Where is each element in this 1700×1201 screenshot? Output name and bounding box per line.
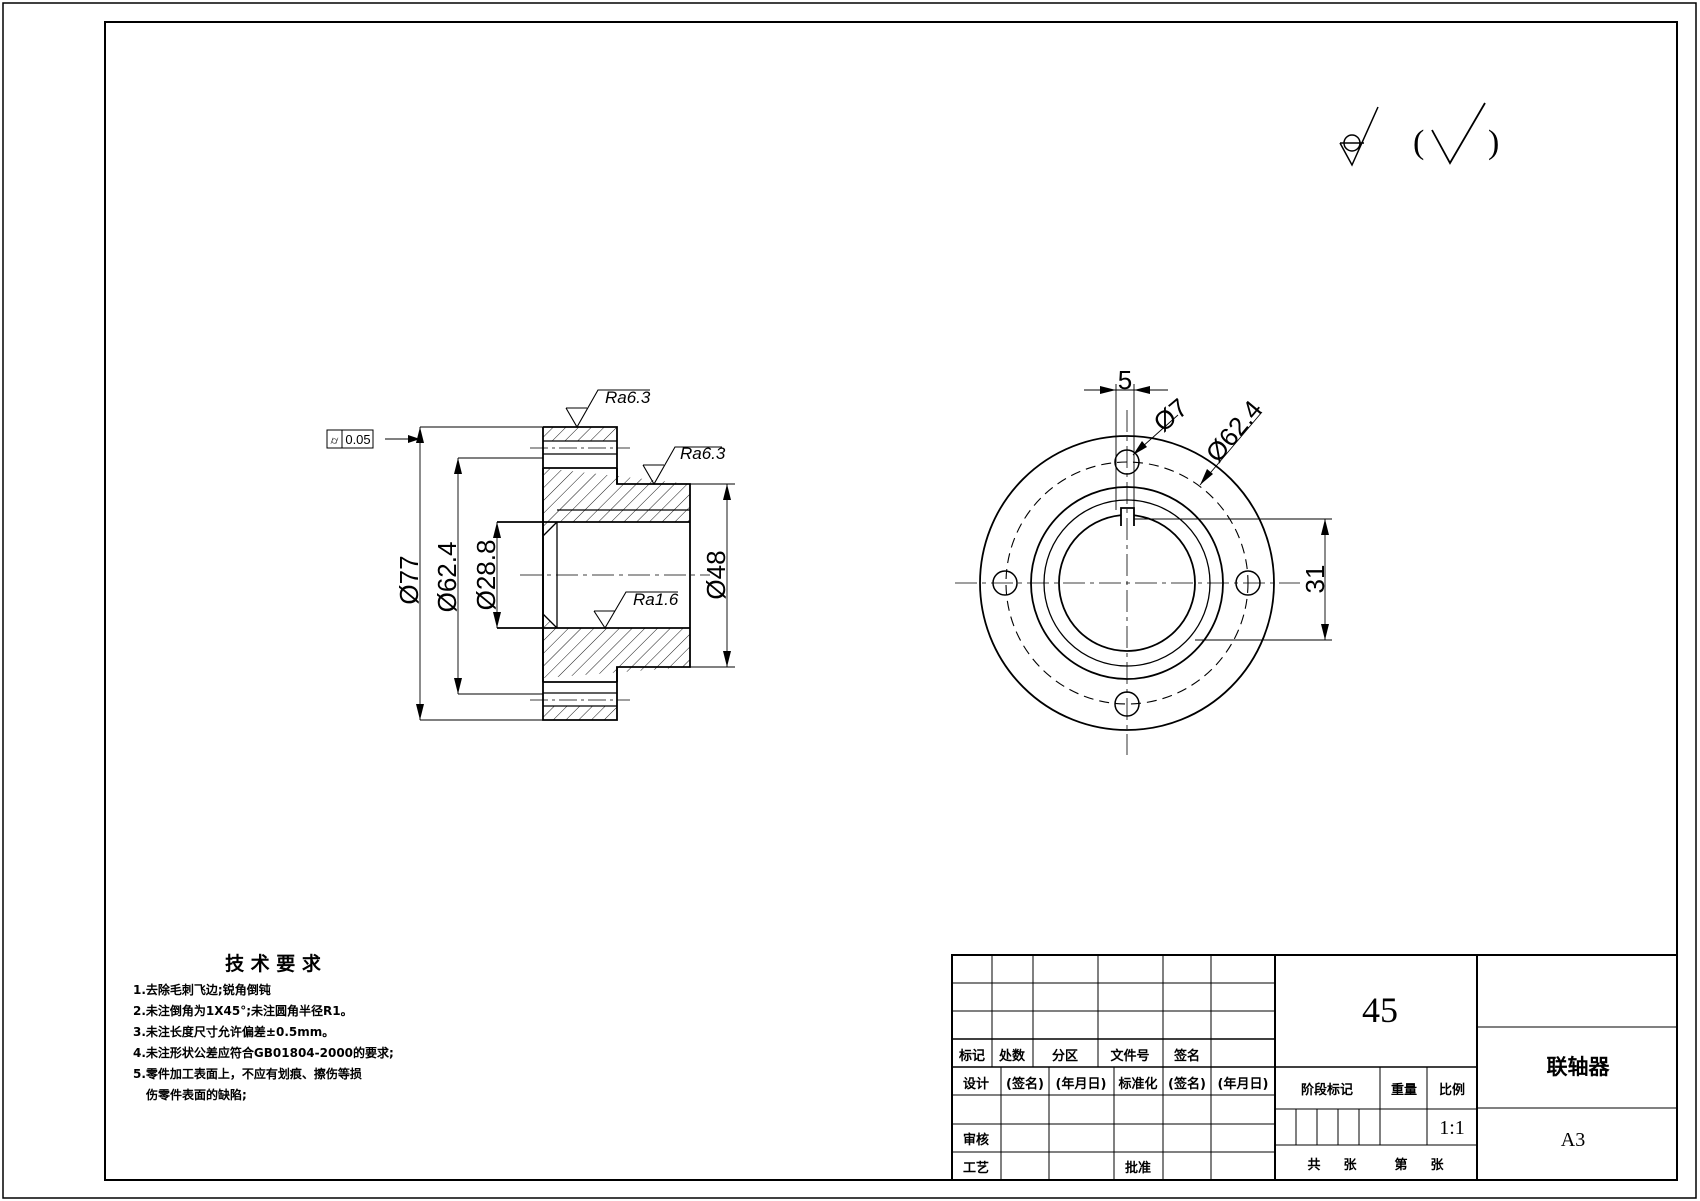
tb-label-approve: 批准	[1125, 1160, 1151, 1176]
tb-label-process: 工艺	[963, 1160, 989, 1176]
tb-label-sheets-2: 张	[1430, 1158, 1444, 1173]
roughness-label-2: Ra6.3	[680, 444, 726, 463]
tb-label-total: 共	[1307, 1157, 1320, 1173]
tb-label-doc-no: 文件号	[1110, 1048, 1149, 1064]
tb-label-sign-paren-2: (签名)	[1168, 1076, 1206, 1092]
tb-label-sign-paren: (签名)	[1006, 1076, 1044, 1092]
tb-sheet-size: A3	[1561, 1129, 1585, 1151]
paren-open: (	[1413, 124, 1424, 161]
tolerance-value: 0.05	[345, 432, 370, 447]
tb-part-name: 联轴器	[1547, 1055, 1611, 1079]
title-block-text: 标记 处数 分区 文件号 签名 设计 (签名) (年月日) 标准化 (签名) (…	[958, 990, 1611, 1176]
tech-req-item-6: 伤零件表面的缺陷;	[145, 1087, 247, 1102]
tb-label-nth: 第	[1394, 1157, 1407, 1173]
tb-label-stage-mark: 阶段标记	[1301, 1082, 1353, 1098]
tb-label-zone: 分区	[1052, 1048, 1078, 1064]
dim-dia62-4: Ø62.4	[432, 542, 462, 613]
tb-scale: 1:1	[1439, 1117, 1465, 1139]
tech-req-item-1: 1.去除毛刺飞边;锐角倒钝	[133, 982, 271, 997]
tech-req-title: 技 术 要 求	[225, 952, 322, 975]
end-view: 5 Ø7 Ø62.4 31	[955, 365, 1332, 755]
tech-req-item-2: 2.未注倒角为1X45°;未注圆角半径R1。	[133, 1003, 353, 1018]
title-block	[951, 954, 1678, 1181]
tb-label-ratio: 比例	[1439, 1082, 1465, 1098]
tb-label-weight: 重量	[1391, 1082, 1417, 1098]
tb-material: 45	[1362, 990, 1398, 1030]
tech-req-item-4: 4.未注形状公差应符合GB01804-2000的要求;	[133, 1045, 394, 1060]
drawing-frame	[104, 21, 1678, 1181]
front-section-view: Ø77 Ø62.4 Ø28.8 Ø48 ⌭ 0.05 Ra6.3	[326, 388, 735, 721]
paren-close: )	[1488, 124, 1499, 161]
tb-label-date-paren: (年月日)	[1056, 1076, 1107, 1092]
technical-requirements: 技 术 要 求 1.去除毛刺飞边;锐角倒钝 2.未注倒角为1X45°;未注圆角半…	[133, 952, 394, 1102]
dim-dia48: Ø48	[701, 550, 731, 599]
tolerance-symbol: ⌭	[331, 434, 339, 447]
tech-req-item-3: 3.未注长度尺寸允许偏差±0.5mm。	[133, 1024, 334, 1039]
default-roughness-symbol: ( )	[1339, 102, 1499, 167]
dim-pcd-62-4: Ø62.4	[1200, 394, 1269, 468]
roughness-label-3: Ra1.6	[633, 590, 679, 609]
dim-hole-dia7: Ø7	[1148, 392, 1194, 437]
tb-label-count: 处数	[998, 1048, 1026, 1064]
dim-dia77: Ø77	[394, 555, 424, 604]
tb-label-mark: 标记	[958, 1048, 985, 1064]
roughness-label-1: Ra6.3	[605, 388, 651, 407]
tb-label-date-paren-2: (年月日)	[1218, 1076, 1269, 1092]
tb-label-standardize: 标准化	[1117, 1076, 1157, 1092]
tb-label-signature: 签名	[1173, 1048, 1200, 1064]
tb-label-sheets: 张	[1343, 1158, 1357, 1173]
dim-31: 31	[1300, 565, 1330, 594]
dim-keyway-5: 5	[1118, 365, 1132, 395]
dim-dia28-8: Ø28.8	[471, 540, 501, 611]
tb-label-review: 审核	[963, 1132, 989, 1148]
tb-label-design: 设计	[963, 1076, 989, 1092]
tech-req-item-5: 5.零件加工表面上，不应有划痕、擦伤等损	[133, 1066, 362, 1081]
